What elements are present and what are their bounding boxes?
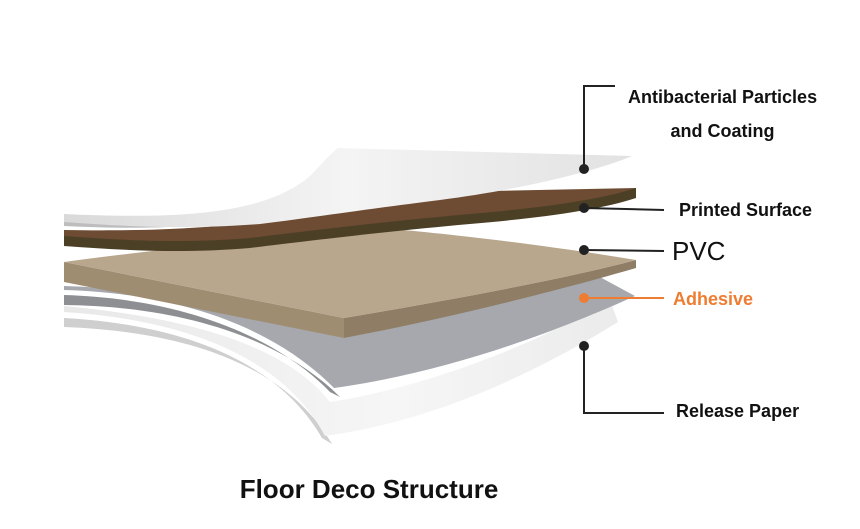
label-antibacterial-coating: Antibacterial Particles and Coating — [628, 80, 817, 148]
leader-lines — [583, 85, 665, 414]
pvc-front-edge — [64, 262, 344, 338]
antibacterial-coating-layer — [64, 148, 632, 228]
pvc-side-edge — [344, 260, 636, 338]
printed-surface-layer — [64, 188, 636, 252]
adhesive-edge — [64, 295, 340, 397]
dot-release — [579, 341, 589, 351]
label-antibacterial-line2: and Coating — [670, 121, 775, 141]
label-antibacterial-line1: Antibacterial Particles — [628, 87, 818, 107]
diagram-title: Floor Deco Structure — [239, 474, 499, 504]
label-printed-surface: Printed Surface — [679, 200, 813, 220]
release-paper-top — [64, 300, 618, 436]
printed-surface-top — [64, 188, 636, 248]
dot-adhesive — [579, 293, 589, 303]
marker-dots — [579, 164, 589, 351]
leader-pvc — [583, 249, 665, 252]
dot-printed — [579, 203, 589, 213]
leader-printed — [583, 207, 665, 211]
release-paper-layer — [64, 300, 618, 444]
label-release-paper: Release Paper — [676, 401, 800, 421]
release-paper-edge — [64, 318, 332, 444]
printed-surface-edge — [64, 188, 636, 252]
label-adhesive: Adhesive — [673, 289, 754, 309]
dot-pvc — [579, 245, 589, 255]
label-pvc: PVC — [672, 236, 726, 266]
coating-top — [64, 148, 632, 228]
leader-release — [583, 346, 664, 414]
leader-antibacterial — [583, 85, 615, 169]
dot-antibacterial — [579, 164, 589, 174]
